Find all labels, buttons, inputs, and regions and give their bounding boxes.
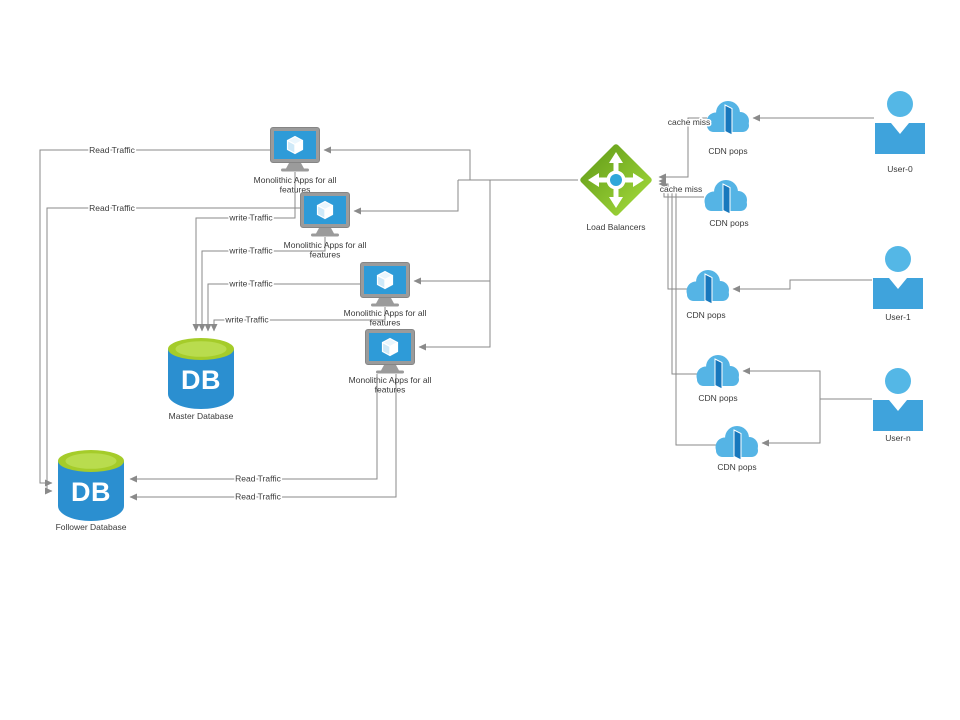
monolithic-app-icon bbox=[269, 126, 321, 173]
edge-usern-cdn4 bbox=[742, 367, 821, 399]
node-app4: Monolithic Apps for all features bbox=[349, 328, 432, 395]
app3-label-line2: features bbox=[370, 318, 401, 328]
load-balancer-label: Load Balancers bbox=[586, 222, 645, 232]
user-icon bbox=[873, 368, 923, 431]
user0-label: User-0 bbox=[887, 164, 913, 174]
load-balancer-icon bbox=[579, 143, 653, 217]
edge-cdn3-lb bbox=[658, 180, 687, 290]
master-db-abbr: DB bbox=[181, 365, 221, 395]
edge-user1-cdn3 bbox=[732, 279, 872, 293]
node-load-balancer: Load Balancers bbox=[579, 143, 653, 232]
node-cdn-pop-5: CDN pops bbox=[715, 425, 759, 472]
app4-label-line2: features bbox=[375, 385, 406, 395]
write-traffic-label-3: write Traffic bbox=[228, 279, 273, 289]
app2-label-line2: features bbox=[310, 250, 341, 260]
edge-cdn1-lb bbox=[658, 117, 707, 181]
cdn3-label: CDN pops bbox=[686, 310, 725, 320]
cache-miss-label-1: cache miss bbox=[668, 117, 711, 127]
edge-lb-app4 bbox=[418, 180, 491, 351]
write-traffic-label-2: write Traffic bbox=[228, 246, 273, 256]
node-follower-database: DB Follower Database bbox=[56, 450, 127, 532]
cdn4-label: CDN pops bbox=[698, 393, 737, 403]
edge-write-app2-masterdb bbox=[198, 237, 326, 332]
edge-write-app1-masterdb bbox=[192, 172, 296, 332]
read-traffic-label-2: Read Traffic bbox=[89, 203, 135, 213]
edge-cdn4-lb bbox=[659, 183, 697, 375]
edge-cdn5-lb bbox=[659, 186, 716, 446]
cdn1-label: CDN pops bbox=[708, 146, 747, 156]
cdn-icon bbox=[696, 354, 740, 390]
write-traffic-label-1: write Traffic bbox=[228, 213, 273, 223]
edge-read-app4-followerdb-2 bbox=[129, 374, 397, 501]
master-db-label: Master Database bbox=[169, 411, 234, 421]
edge-usern-cdn5 bbox=[761, 398, 872, 447]
edge-read-app2-followerdb bbox=[45, 207, 300, 495]
edge-read-app1-followerdb bbox=[39, 149, 270, 487]
edge-labels: Read Traffic Read Traffic write Traffic … bbox=[88, 116, 712, 504]
node-cdn-pop-2: CDN pops bbox=[704, 179, 749, 228]
node-user-0: User-0 bbox=[875, 91, 925, 174]
read-traffic-label-3: Read Traffic bbox=[235, 474, 281, 484]
app3-label-line1: Monolithic Apps for all bbox=[344, 308, 427, 318]
app2-label-line1: Monolithic Apps for all bbox=[284, 240, 367, 250]
node-app2: Monolithic Apps for all features bbox=[284, 191, 367, 260]
read-traffic-label-1: Read Traffic bbox=[89, 145, 135, 155]
edge-lb-app3 bbox=[413, 180, 491, 285]
node-user-1: User-1 bbox=[873, 246, 923, 322]
node-app1: Monolithic Apps for all features bbox=[254, 126, 337, 195]
monolithic-app-icon bbox=[299, 191, 351, 238]
read-traffic-label-4: Read Traffic bbox=[235, 492, 281, 502]
node-master-database: DB Master Database bbox=[168, 338, 234, 421]
app1-label-line1: Monolithic Apps for all bbox=[254, 175, 337, 185]
usern-label: User-n bbox=[885, 433, 911, 443]
app4-label-line1: Monolithic Apps for all bbox=[349, 375, 432, 385]
cdn2-label: CDN pops bbox=[709, 218, 748, 228]
user1-label: User-1 bbox=[885, 312, 911, 322]
node-cdn-pop-1: CDN pops bbox=[706, 100, 750, 156]
cdn5-label: CDN pops bbox=[717, 462, 756, 472]
user-icon bbox=[873, 246, 923, 309]
cdn-icon bbox=[686, 269, 730, 305]
monolithic-app-icon bbox=[364, 328, 416, 375]
node-cdn-pop-3: CDN pops bbox=[686, 269, 730, 320]
follower-db-abbr: DB bbox=[71, 477, 111, 507]
cache-miss-label-2: cache miss bbox=[660, 184, 703, 194]
cdn-icon bbox=[704, 179, 748, 215]
edge-write-app3-masterdb bbox=[204, 283, 360, 332]
app1-label-line2: features bbox=[280, 185, 311, 195]
cdn-icon bbox=[706, 100, 750, 136]
monolithic-app-icon bbox=[359, 261, 411, 308]
node-app3: Monolithic Apps for all features bbox=[344, 261, 427, 328]
user-icon bbox=[875, 91, 925, 154]
node-cdn-pop-4: CDN pops bbox=[696, 354, 740, 403]
edge-lb-app1 bbox=[323, 146, 471, 180]
write-traffic-label-4: write Traffic bbox=[224, 315, 269, 325]
cdn-icon bbox=[715, 425, 759, 461]
node-user-n: User-n bbox=[873, 368, 923, 443]
follower-db-label: Follower Database bbox=[56, 522, 127, 532]
edges bbox=[39, 114, 874, 501]
edge-read-app4-followerdb-1 bbox=[129, 374, 378, 483]
edge-write-app4-masterdb bbox=[210, 307, 386, 332]
edge-lb-app2 bbox=[353, 180, 459, 215]
